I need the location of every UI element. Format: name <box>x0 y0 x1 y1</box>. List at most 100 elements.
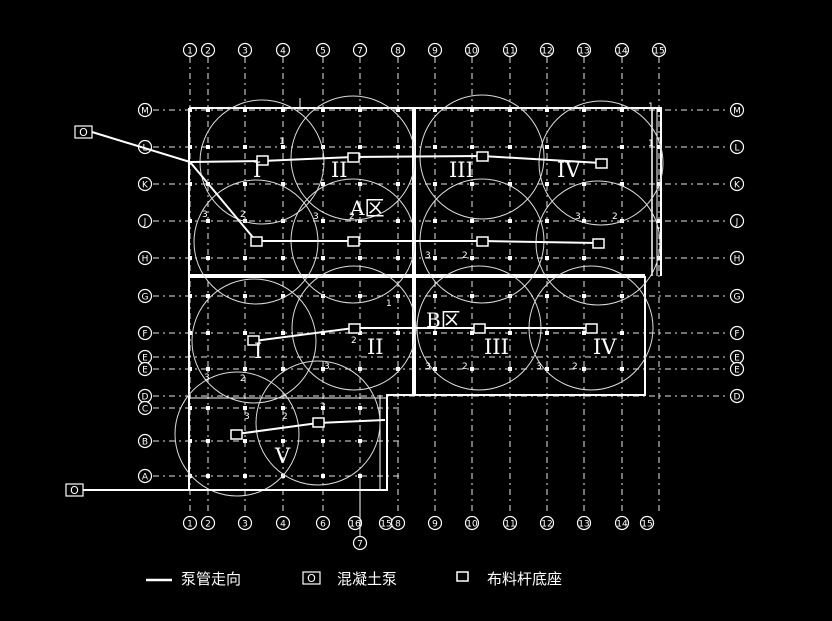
legend-pump-label: 混凝土泵 <box>337 570 397 588</box>
marker: 2 <box>282 412 288 422</box>
section-label: II <box>331 158 348 182</box>
column-dot <box>321 108 325 112</box>
marker: 2 <box>349 212 355 222</box>
column-dot <box>620 145 624 149</box>
column-dot <box>321 145 325 149</box>
axis-bubble-bottom: 6 <box>315 515 331 531</box>
svg-text:15: 15 <box>380 520 391 530</box>
column-dot <box>470 182 474 186</box>
svg-text:E: E <box>734 366 740 376</box>
axis-bubble-top: 14 <box>614 42 630 58</box>
column-dot <box>508 145 512 149</box>
column-dot <box>470 219 474 223</box>
axis-bubble-left: E <box>137 361 153 377</box>
column-dot <box>620 367 624 371</box>
column-dot <box>433 145 437 149</box>
column-dot <box>188 219 192 223</box>
column-dot <box>582 256 586 260</box>
svg-text:L: L <box>734 144 739 154</box>
column-dot <box>243 294 247 298</box>
column-dot <box>206 367 210 371</box>
column-dot <box>545 256 549 260</box>
column-dot <box>508 108 512 112</box>
column-dot <box>321 439 325 443</box>
column-dot <box>188 108 192 112</box>
column-dot <box>470 367 474 371</box>
svg-text:14: 14 <box>616 47 628 57</box>
column-dot <box>582 145 586 149</box>
axis-bubble-left: F <box>137 325 153 341</box>
column-dot <box>188 256 192 260</box>
svg-text:B: B <box>142 438 148 448</box>
axis-bubble-left: K <box>137 176 153 192</box>
column-dot <box>508 182 512 186</box>
svg-text:E: E <box>142 366 148 376</box>
marker: 2 <box>240 210 246 220</box>
column-dot <box>206 145 210 149</box>
column-dot <box>657 108 661 112</box>
column-dot <box>657 182 661 186</box>
column-dot <box>188 439 192 443</box>
column-dot <box>620 182 624 186</box>
svg-text:H: H <box>142 255 149 265</box>
marker: 3 <box>313 212 319 222</box>
svg-text:13: 13 <box>578 47 589 57</box>
marker: 1 <box>648 139 654 149</box>
column-dot <box>321 367 325 371</box>
column-dot <box>396 367 400 371</box>
column-dot <box>243 145 247 149</box>
svg-text:15: 15 <box>641 520 652 530</box>
axis-bubble-right: D <box>729 388 745 404</box>
marker: 2 <box>240 374 246 384</box>
axis-bubble-right: K <box>729 176 745 192</box>
axis-bubble-right: E <box>729 361 745 377</box>
column-dot <box>582 108 586 112</box>
axis-bubble-left: D <box>137 388 153 404</box>
section-label: IV <box>593 335 617 359</box>
svg-text:3: 3 <box>242 47 248 57</box>
column-dot <box>545 331 549 335</box>
axis-bubble-bottom: 8 <box>390 515 406 531</box>
svg-text:9: 9 <box>432 47 438 57</box>
legend-boom-label: 布料杆底座 <box>487 570 562 588</box>
column-dot <box>582 294 586 298</box>
column-dot <box>243 406 247 410</box>
column-dot <box>206 219 210 223</box>
svg-text:8: 8 <box>395 520 401 530</box>
svg-text:15: 15 <box>653 47 664 57</box>
svg-text:7: 7 <box>357 47 363 57</box>
marker: 3 <box>575 212 581 222</box>
column-dot <box>582 182 586 186</box>
svg-text:7: 7 <box>357 540 363 550</box>
column-dot <box>545 108 549 112</box>
column-dot <box>396 331 400 335</box>
column-dot <box>188 145 192 149</box>
axis-bubble-top: 13 <box>576 42 592 58</box>
svg-text:10: 10 <box>466 520 478 530</box>
marker: 3 <box>244 412 250 422</box>
section-label: IV <box>557 158 581 182</box>
column-dot <box>243 256 247 260</box>
column-dot <box>243 439 247 443</box>
pour-markers: 1 3 2 3 2 3 2 1 1 3 2 1 2 3 2 3 3 2 3 2 … <box>202 102 654 422</box>
column-dot <box>188 331 192 335</box>
axis-bubble-bottom: 11 <box>502 515 518 531</box>
column-dot <box>281 219 285 223</box>
axis-bubble-bottom: 15 <box>378 515 394 531</box>
svg-text:J: J <box>735 218 739 228</box>
axis-bubble-bottom: 16 <box>347 515 363 531</box>
column-dot <box>206 406 210 410</box>
svg-text:11: 11 <box>504 520 515 530</box>
pump-pipes <box>81 131 602 491</box>
marker: 3 <box>425 362 431 372</box>
zone-b-label: B区 <box>426 308 461 332</box>
column-dot <box>470 108 474 112</box>
column-dot <box>206 439 210 443</box>
axis-bubble-extra: 7 <box>352 535 368 551</box>
column-dot <box>396 219 400 223</box>
axis-bubble-left: C <box>137 400 153 416</box>
column-dot <box>243 367 247 371</box>
column-dot <box>281 331 285 335</box>
column-dot <box>243 182 247 186</box>
column-dot <box>620 219 624 223</box>
